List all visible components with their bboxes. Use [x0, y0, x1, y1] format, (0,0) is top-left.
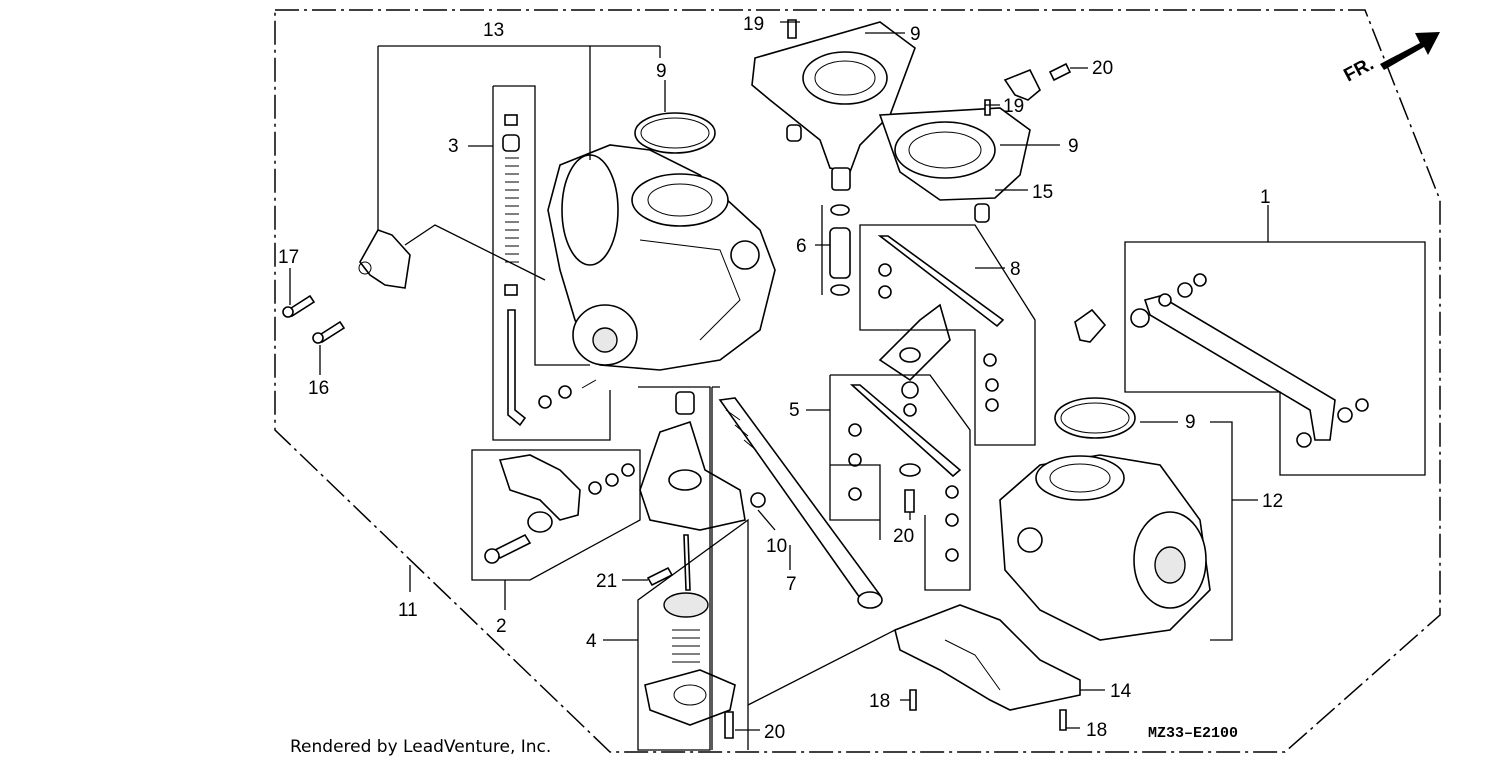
callout-3: 3 — [448, 136, 459, 157]
connecting-pipe — [718, 397, 883, 609]
callout-9-right: 9 — [1185, 412, 1196, 433]
arrow-icon — [1380, 32, 1440, 70]
callout-20-top: 20 — [1092, 58, 1113, 79]
callout-9-center: 9 — [1068, 136, 1079, 157]
assembly-boundary — [274, 9, 1441, 753]
mounting-stay — [894, 604, 1081, 731]
right-carburetor — [999, 454, 1211, 641]
callout-20-bottom: 20 — [764, 722, 785, 743]
front-direction-arrow: FR. — [1340, 32, 1440, 86]
callout-5: 5 — [789, 400, 800, 421]
o-ring-left — [634, 112, 716, 154]
center-link-set — [829, 204, 1005, 562]
callout-20-center: 20 — [893, 526, 914, 547]
callout-21: 21 — [596, 571, 617, 592]
callout-10: 10 — [766, 536, 787, 557]
callout-19-top: 19 — [743, 14, 764, 35]
leader-lines — [289, 21, 1426, 751]
callout-9-top: 9 — [910, 24, 921, 45]
callout-16: 16 — [308, 378, 329, 399]
callout-6: 6 — [796, 236, 807, 257]
callout-9-left: 9 — [656, 61, 667, 82]
callout-11: 11 — [398, 600, 418, 621]
front-direction-label: FR. — [1340, 54, 1377, 87]
callout-13: 13 — [483, 20, 504, 41]
callout-15: 15 — [1032, 182, 1053, 203]
callout-2: 2 — [496, 616, 507, 637]
throttle-bracket — [358, 229, 411, 289]
callout-7: 7 — [786, 574, 797, 595]
spring-set — [502, 114, 597, 427]
left-carburetor — [547, 144, 776, 371]
o-ring-right — [1054, 397, 1136, 439]
diagram-code: MZ33–E2100 — [1148, 725, 1238, 742]
callout-labels: 1 2 3 4 5 6 7 8 9 9 9 9 10 11 12 13 14 1… — [278, 14, 1283, 743]
callout-8: 8 — [1010, 259, 1021, 280]
callout-4: 4 — [586, 631, 597, 652]
funnel-holder-plate — [751, 21, 1031, 223]
screw-17 — [282, 294, 316, 318]
throttle-drum-set — [484, 454, 635, 564]
callout-18-right: 18 — [1086, 720, 1107, 741]
callout-17: 17 — [278, 247, 299, 268]
callout-12: 12 — [1262, 491, 1283, 512]
callout-1: 1 — [1260, 187, 1271, 208]
callout-18-left: 18 — [869, 691, 890, 712]
small-bracket-top — [787, 19, 1072, 116]
accelerator-pump — [639, 391, 746, 739]
callout-19-mid: 19 — [1003, 96, 1024, 117]
callout-14: 14 — [1110, 681, 1132, 702]
screw-16 — [312, 320, 346, 344]
rendered-by-credit: Rendered by LeadVenture, Inc. — [290, 737, 551, 757]
throttle-link-rod — [1074, 273, 1369, 448]
